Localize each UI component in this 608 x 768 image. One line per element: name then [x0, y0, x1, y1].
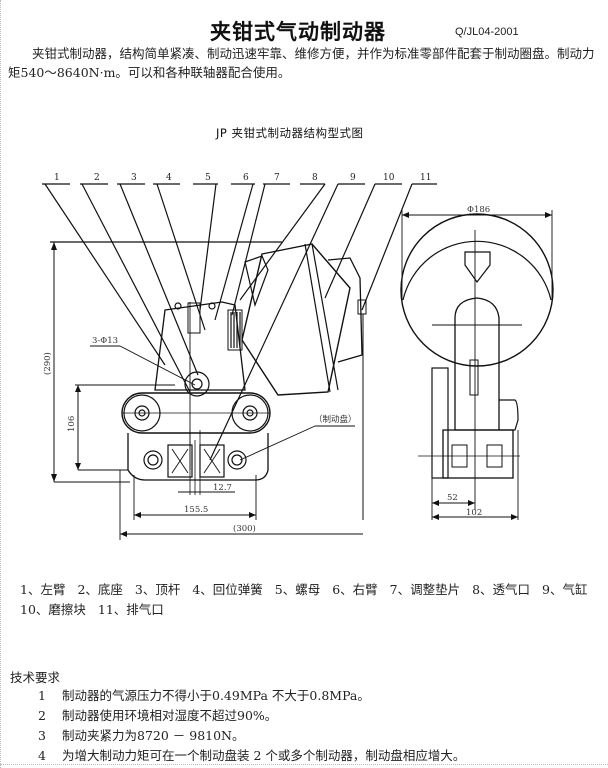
parts-legend: 1、左臂 2、底座 3、顶杆 4、回位弹簧 5、螺母 6、右臂 7、调整垫片 8… [20, 580, 600, 620]
figure-title: JP 夹钳式制动器结构型式图 [216, 126, 364, 140]
dim-height-lower: 106 [67, 416, 77, 432]
page-border [0, 0, 2, 768]
legend-item: 11、排气口 [97, 602, 164, 617]
requirement-item: 2 制动器使用环境相对湿度不超过90%。 [38, 706, 465, 726]
legend-item: 5、螺母 [274, 582, 321, 597]
callout-3: 3 [131, 173, 137, 183]
callout-9: 9 [350, 173, 356, 183]
callout-10: 10 [383, 173, 395, 183]
requirement-text: 制动夹紧力为8720 － 9810N。 [61, 728, 245, 743]
dim-side-width: 102 [466, 508, 482, 518]
page-border-bottom [0, 764, 608, 765]
dim-height-total: (290) [42, 352, 53, 375]
dim-gap: 12.7 [213, 483, 232, 493]
callout-11: 11 [420, 173, 431, 183]
legend-item: 4、回位弹簧 [192, 582, 263, 597]
requirement-text: 制动器使用环境相对湿度不超过90%。 [61, 708, 278, 723]
legend-item: 10、磨擦块 [20, 602, 86, 617]
dim-cylinder-dia: Φ186 [467, 205, 490, 215]
dim-width-total: (300) [233, 523, 256, 534]
legend-item: 8、透气口 [472, 582, 531, 597]
requirement-number: 1 [38, 688, 46, 703]
legend-item: 6、右臂 [332, 582, 378, 597]
legend-item: 1、左臂 [20, 582, 66, 597]
standard-code: Q/JL04-2001 [455, 26, 519, 38]
dim-side-offset: 52 [447, 493, 458, 503]
callout-6: 6 [243, 173, 249, 183]
legend-item: 9、气缸 [542, 582, 588, 597]
intro-paragraph: 夹钳式制动器，结构简单紧凑、制动迅速牢靠、维修方便，并作为标准零部件配套于制动圈… [8, 46, 595, 80]
document-title: 夹钳式气动制动器 [210, 20, 386, 44]
dim-hole-spec: 3-Φ13 [92, 336, 118, 346]
requirement-text: 为增大制动力矩可在一个制动盘装 2 个或多个制动器，制动盘相应增大。 [61, 748, 466, 763]
callout-7: 7 [274, 173, 280, 183]
dim-bolt-span: 155.5 [184, 505, 208, 515]
legend-item: 3、顶杆 [134, 582, 181, 597]
callout-1: 1 [54, 173, 60, 183]
callout-8: 8 [312, 173, 318, 183]
requirements-heading: 技术要求 [10, 670, 61, 685]
requirement-number: 4 [38, 748, 46, 763]
requirement-item: 3 制动夹紧力为8720 － 9810N。 [38, 726, 465, 746]
requirement-item: 1 制动器的气源压力不得小于0.49MPa 不大于0.8MPa。 [38, 686, 465, 706]
callout-2: 2 [94, 173, 100, 183]
requirement-item: 4 为增大制动力矩可在一个制动盘装 2 个或多个制动器，制动盘相应增大。 [38, 746, 465, 766]
brake-structure-drawing: 1 2 3 4 5 6 7 8 9 10 11 (290) 106 3-Φ13 … [42, 173, 554, 540]
requirement-number: 3 [38, 728, 46, 743]
callout-5: 5 [205, 173, 211, 183]
requirement-number: 2 [38, 708, 46, 723]
disc-label: （制动盘） [314, 414, 357, 425]
callout-4: 4 [166, 173, 172, 183]
requirement-text: 制动器的气源压力不得小于0.49MPa 不大于0.8MPa。 [61, 688, 370, 703]
requirements-list: 1 制动器的气源压力不得小于0.49MPa 不大于0.8MPa。 2 制动器使用… [38, 686, 465, 766]
legend-item: 2、底座 [77, 582, 123, 597]
legend-item: 7、调整垫片 [389, 582, 461, 597]
